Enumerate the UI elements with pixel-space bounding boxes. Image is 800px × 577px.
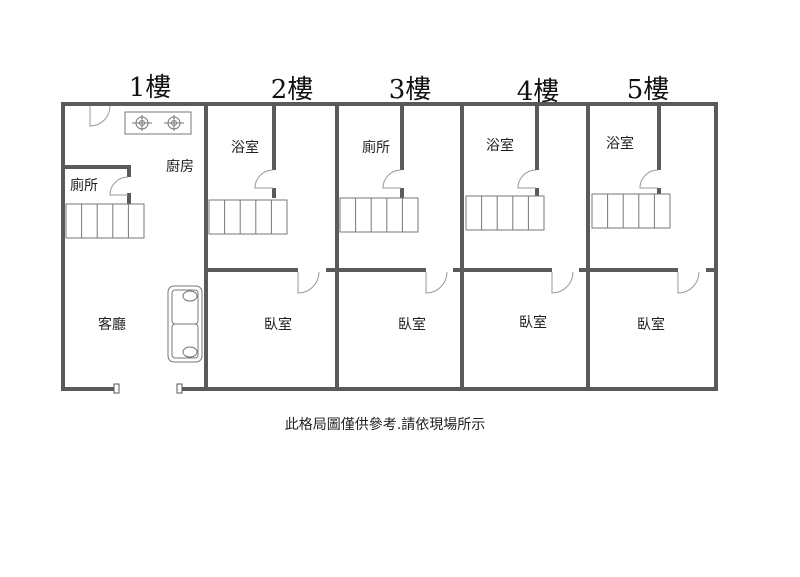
staircase-2 (208, 199, 288, 235)
disclaimer-caption: 此格局圖僅供參考.請依現場所示 (285, 417, 485, 433)
staircase-3 (339, 197, 419, 233)
sofa-icon (167, 285, 203, 363)
room-bath-2: 浴室 (231, 139, 259, 156)
room-bedroom-2: 臥室 (264, 316, 292, 333)
floor-title-2: 2樓 (271, 75, 314, 105)
room-bedroom-4: 臥室 (519, 314, 547, 331)
floor-title-5: 5樓 (627, 75, 670, 105)
floor-title-3: 3樓 (389, 75, 432, 105)
walls (61, 102, 718, 394)
room-toilet-3: 廁所 (362, 139, 390, 156)
room-bedroom-3: 臥室 (398, 316, 426, 333)
stairs (65, 193, 671, 239)
room-toilet-1: 廁所 (70, 177, 98, 194)
room-kitchen: 廚房 (166, 158, 194, 175)
floor-title-1: 1樓 (129, 73, 172, 103)
room-bath-5: 浴室 (606, 135, 634, 152)
doors (89, 105, 700, 294)
staircase-5 (591, 193, 671, 229)
room-bath-4: 浴室 (486, 137, 514, 154)
staircase-1 (65, 203, 145, 239)
staircase-4 (465, 195, 545, 231)
stove-icon (124, 111, 192, 135)
room-living: 客廳 (98, 316, 126, 333)
room-bedroom-5: 臥室 (637, 316, 665, 333)
